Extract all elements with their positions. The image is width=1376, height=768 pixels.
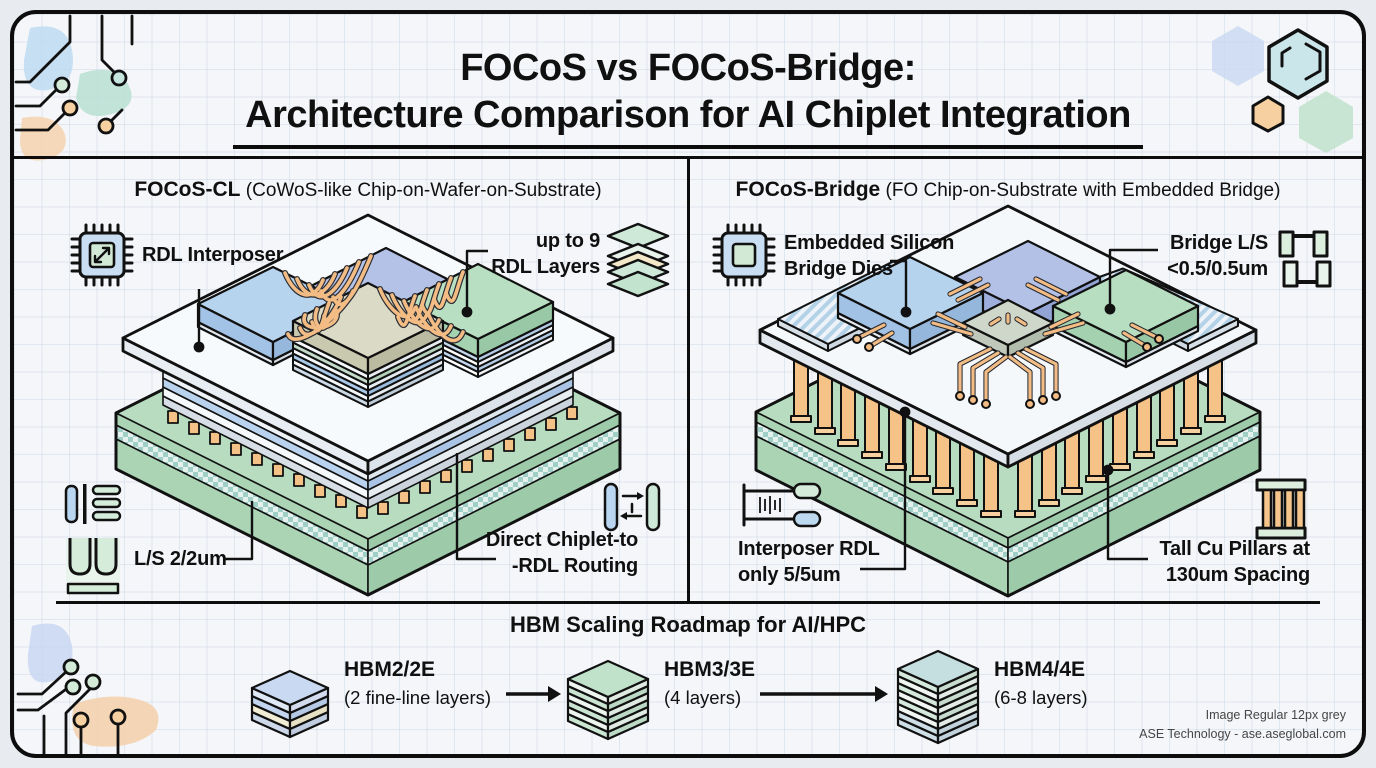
chip-arrow-icon [70,223,134,287]
callout-bridge-dies-line2: Bridge Dies [784,258,893,280]
callout-direct-routing: Direct Chiplet-to -RDL Routing [440,527,638,579]
roadmap-title: HBM Scaling Roadmap for AI/HPC [509,612,867,637]
comb-trace-icon [66,538,120,595]
chip-bridge-icon [712,223,776,287]
callout-rdl-interposer: RDL Interposer [142,244,284,266]
rdl-traces-icon [742,482,822,528]
page-title-line1: FOCoS vs FOCoS-Bridge: [460,47,916,89]
callout-interposer-rdl: Interposer RDL only 5/5um [738,536,880,588]
page-title-line2: Architecture Comparison for AI Chiplet I… [0,92,1376,149]
interdigitated-lines-icon [1278,230,1332,288]
callout-direct-routing-line2: -RDL Routing [511,555,638,577]
hexagon-decor-top-right [1212,26,1353,153]
callout-bridge-dies-line1: Embedded Silicon [784,232,955,254]
chiplet-routing-icon [603,482,661,532]
leader-lines [860,248,1158,571]
panel-title-focos-bridge-name: FOCoS-Bridge [735,178,881,201]
trace-pads [852,334,1164,409]
callout-interposer-rdl-line1: Interposer RDL [738,538,880,560]
circuit-decor-top-left [14,14,134,161]
callout-interposer-rdl-line2: only 5/5um [738,564,841,586]
hbm-item-detail: (4 layers) [664,687,742,708]
footer-line2: ASE Technology - ase.aseglobal.com [1139,727,1346,742]
hbm-item-name: HBM4/4E [994,658,1086,681]
hbm-item-detail: (2 fine-line layers) [344,687,492,708]
callout-rdl-layers: up to 9 RDL Layers [428,228,600,280]
leader-lines [193,249,496,561]
panel-title-focos-bridge-sub: (FO Chip-on-Substrate with Embedded Brid… [880,180,1281,201]
divider-bottom [56,601,1320,604]
cu-pillars-icon [1255,478,1307,540]
hbm3-stack-icon [566,659,650,741]
footer-credit: Image Regular 12px grey ASE Technology -… [1139,706,1346,745]
hbm-item-detail: (6-8 layers) [994,687,1088,708]
cu-pillars [790,351,1226,518]
callout-cu-pillars-line1: Tall Cu Pillars at [1159,538,1310,560]
callout-rdl-layers-line2: RDL Layers [491,256,600,278]
rdl-layers-stack-icon [606,222,670,298]
hbm4-stack-icon [896,649,980,745]
callout-bridge-ls: Bridge L/S <0.5/0.5um [1108,230,1268,282]
solder-bumps [167,406,578,519]
focos-cl-diagram [114,213,622,597]
panel-title-focos-cl-name: FOCoS-CL [134,178,241,201]
divider-vertical [687,157,690,602]
callout-bridge-ls-line2: <0.5/0.5um [1167,258,1268,280]
fine-lines-icon [64,484,122,524]
panel-title-focos-cl-sub: (CoWoS-like Chip-on-Wafer-on-Substrate) [240,180,602,201]
chiplet-east [1051,268,1200,369]
footer-line1: Image Regular 12px grey [1205,708,1346,722]
callout-bridge-dies: Embedded Silicon Bridge Dies [784,230,954,282]
callout-cu-pillars-line2: 130um Spacing [1165,564,1310,586]
roadmap-arrow-1 [506,686,561,702]
hbm-item-name: HBM3/3E [664,658,756,681]
panel-title-focos-cl: FOCoS-CL (CoWoS-like Chip-on-Wafer-on-Su… [48,178,688,202]
hbm-item-name: HBM2/2E [344,658,436,681]
callout-bridge-ls-line1: Bridge L/S [1169,232,1268,254]
hbm2-stack-icon [250,669,330,739]
circuit-decor-bottom-left [16,623,159,754]
callout-cu-pillars: Tall Cu Pillars at 130um Spacing [1130,536,1310,588]
page-title-underline: Architecture Comparison for AI Chiplet I… [233,92,1143,149]
callout-direct-routing-line1: Direct Chiplet-to [485,529,638,551]
callout-rdl-layers-line1: up to 9 [535,230,600,252]
panel-title-focos-bridge: FOCoS-Bridge (FO Chip-on-Substrate with … [688,178,1328,202]
callout-line-space: L/S 2/2um [134,548,227,570]
roadmap-arrow-2 [760,686,888,702]
focos-bridge-diagram [754,204,1262,598]
